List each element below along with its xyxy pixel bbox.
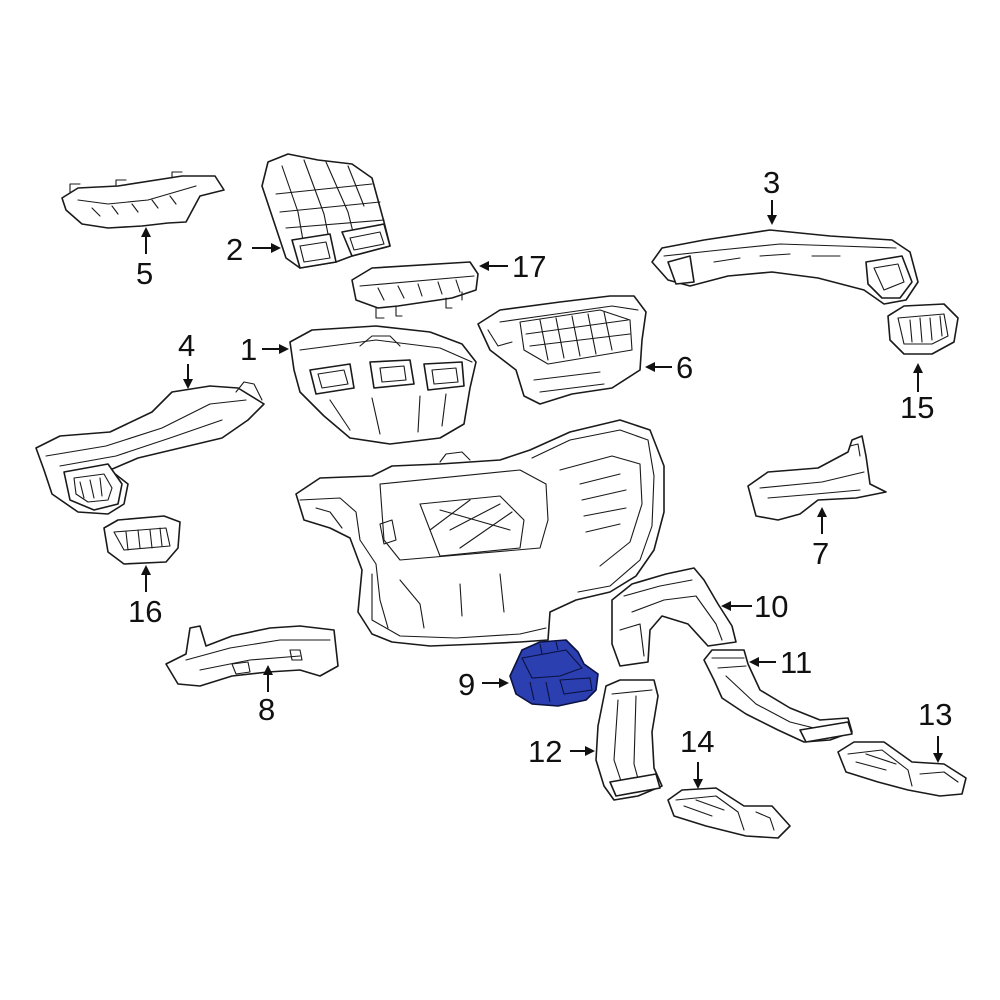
part-5-bracket[interactable] (61, 171, 225, 229)
callout-17: 17 (479, 249, 546, 284)
part-3-right-duct[interactable] (651, 229, 919, 305)
callout-13: 13 (918, 697, 952, 763)
callout-8: 8 (258, 665, 275, 727)
callout-1: 1 (240, 332, 289, 367)
callout-15: 15 (900, 363, 934, 425)
callout-11: 11 (749, 645, 812, 680)
callout-16: 16 (128, 565, 162, 629)
callout-6: 6 (645, 350, 693, 385)
callout-3: 3 (763, 165, 780, 225)
part-16-vent[interactable] (103, 515, 181, 565)
hvac-main-unit (295, 419, 665, 647)
callout-5: 5 (136, 227, 153, 291)
part-10-rear-duct[interactable] (611, 567, 737, 667)
part-14-floor-duct[interactable] (667, 787, 791, 839)
part-13-floor-duct[interactable] (837, 741, 967, 797)
part-11-duct[interactable] (703, 649, 853, 743)
callout-1-label: 1 (240, 332, 257, 367)
part-12-duct[interactable] (595, 679, 663, 801)
callout-2: 2 (226, 232, 281, 267)
callout-8-label: 8 (258, 692, 275, 727)
part-9-highlighted[interactable] (509, 639, 599, 707)
callout-9: 9 (458, 667, 509, 702)
callout-4: 4 (178, 328, 195, 389)
callout-7: 7 (812, 507, 829, 571)
part-2-center-duct[interactable] (261, 153, 391, 269)
callout-4-label: 4 (178, 328, 195, 363)
part-1-upper-housing[interactable] (289, 325, 477, 445)
callout-2-label: 2 (226, 232, 243, 267)
callout-10-label: 10 (754, 589, 788, 624)
part-6-filter-housing[interactable] (477, 295, 647, 405)
callout-9-label: 9 (458, 667, 475, 702)
callout-15-label: 15 (900, 390, 934, 425)
part-8-floor-bracket[interactable] (165, 625, 339, 687)
callout-10: 10 (721, 589, 788, 624)
callout-7-label: 7 (812, 536, 829, 571)
callout-11-label: 11 (780, 645, 812, 680)
part-7-rear-duct[interactable] (747, 435, 887, 521)
callout-13-label: 13 (918, 697, 952, 732)
callout-16-label: 16 (128, 594, 162, 629)
callout-17-label: 17 (512, 249, 546, 284)
callout-5-label: 5 (136, 256, 153, 291)
callout-3-label: 3 (763, 165, 780, 200)
callout-14: 14 (680, 724, 714, 789)
callout-12: 12 (528, 734, 595, 769)
callout-14-label: 14 (680, 724, 714, 759)
part-4-left-duct[interactable] (35, 381, 265, 515)
part-15-vent[interactable] (887, 303, 959, 355)
callout-6-label: 6 (676, 350, 693, 385)
part-17-bracket[interactable] (351, 261, 479, 319)
callout-12-label: 12 (528, 734, 562, 769)
